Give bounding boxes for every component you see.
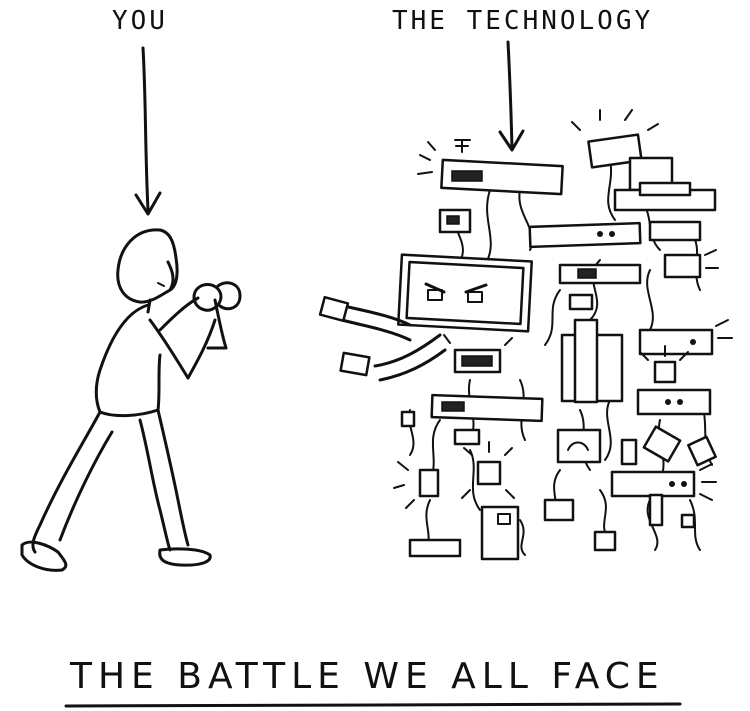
caption: THE BATTLE WE ALL FACE xyxy=(70,656,665,697)
devices xyxy=(318,109,733,561)
label-you: YOU xyxy=(112,6,168,36)
label-technology: THE TECHNOLOGY xyxy=(392,6,654,36)
arrow-to-technology xyxy=(498,40,525,152)
arrow-to-you xyxy=(134,46,162,216)
person-figure xyxy=(20,228,242,572)
caption-underline xyxy=(64,702,682,708)
